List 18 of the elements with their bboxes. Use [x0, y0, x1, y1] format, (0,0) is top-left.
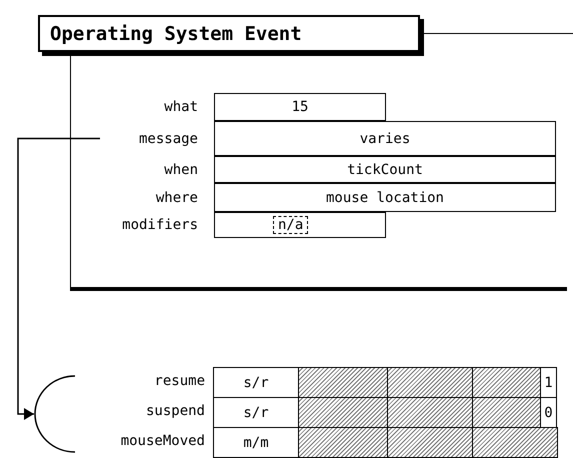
- record-panel: [70, 53, 567, 291]
- table-cell: s/r: [213, 367, 299, 398]
- field-label: modifiers: [122, 217, 198, 233]
- table-cell: m/m: [213, 427, 299, 458]
- value-field: tickCount: [214, 156, 556, 183]
- field-label: mouseMoved: [120, 433, 205, 449]
- arrow: [17, 138, 100, 420]
- value-field: 15: [214, 93, 386, 121]
- field-label: where: [156, 190, 198, 206]
- value-field: varies: [214, 121, 556, 156]
- field-label: when: [164, 162, 198, 178]
- value-field: mouse location: [214, 183, 556, 212]
- field-label: resume: [154, 373, 205, 389]
- table-cell: 1: [540, 367, 557, 398]
- field-label: what: [164, 99, 198, 115]
- field-label: suspend: [146, 403, 205, 419]
- field-label: message: [138, 130, 198, 146]
- value-text: n/a: [273, 216, 308, 234]
